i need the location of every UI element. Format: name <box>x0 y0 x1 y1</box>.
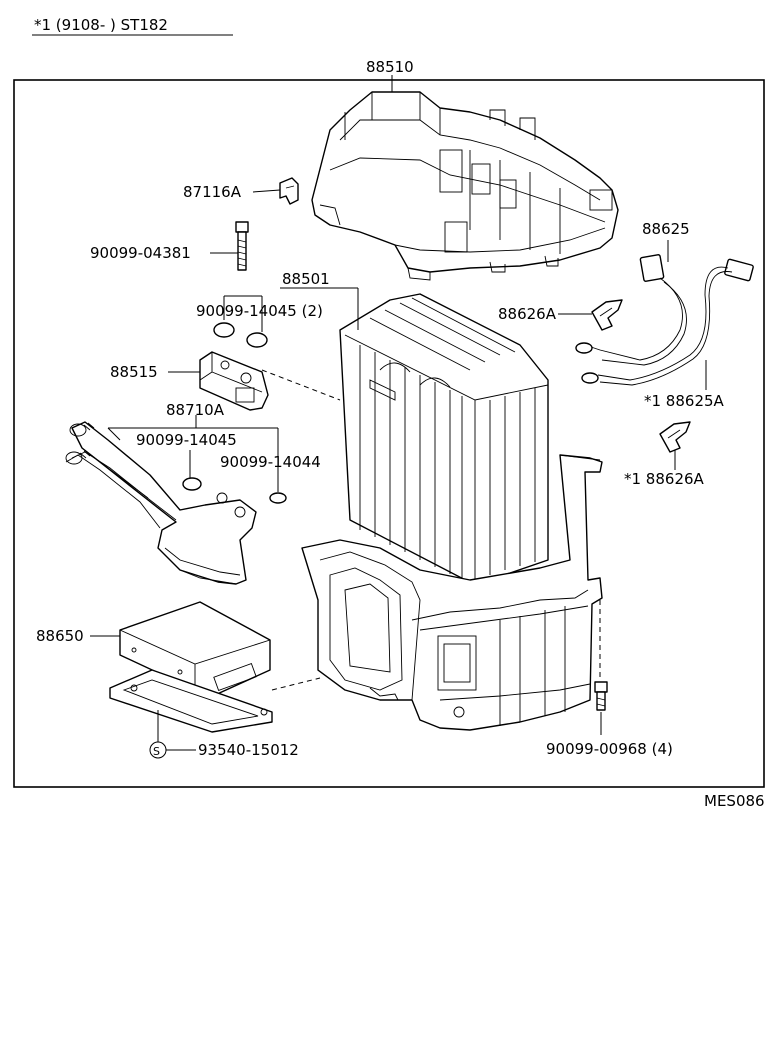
bolt-90099-04381 <box>235 221 249 271</box>
label-90099-00968: 90099-00968 (4) <box>546 740 673 758</box>
clip-87116A <box>279 177 299 205</box>
label-90099-14044: 90099-14044 <box>220 453 321 471</box>
wire-harness-88625 <box>575 254 754 386</box>
lower-case <box>301 454 603 731</box>
label-88626A: 88626A <box>498 305 557 323</box>
label-88626A-lower: *1 88626A <box>624 470 705 488</box>
label-88501: 88501 <box>282 270 330 288</box>
screw-symbol: S <box>153 745 160 758</box>
assembly-line-amp <box>271 677 321 691</box>
label-88625A: *1 88625A <box>644 392 725 410</box>
o-ring-2 <box>246 332 268 348</box>
amplifier-88650 <box>109 601 273 733</box>
label-93540-15012: 93540-15012 <box>198 741 299 759</box>
label-88625: 88625 <box>642 220 690 238</box>
label-88650: 88650 <box>36 627 84 645</box>
header-note: *1 (9108- ) ST182 <box>34 16 168 34</box>
label-o-rings-2: 90099-14045 (2) <box>196 302 323 320</box>
o-ring-1 <box>213 322 235 338</box>
upper-case-88510 <box>311 91 619 281</box>
o-ring-b <box>269 492 287 504</box>
figure-code: MES086 <box>704 792 765 810</box>
label-88515: 88515 <box>110 363 158 381</box>
o-ring-a <box>182 477 202 491</box>
leader-87116A <box>252 189 281 193</box>
label-90099-04381: 90099-04381 <box>90 244 191 262</box>
clamp-88626A-upper <box>591 299 623 331</box>
label-90099-14045: 90099-14045 <box>136 431 237 449</box>
leader-88710A-l <box>107 427 121 441</box>
clamp-88626A-lower <box>659 421 691 453</box>
label-88510: 88510 <box>366 58 414 76</box>
evaporator-88501 <box>339 293 549 586</box>
label-88710A: 88710A <box>166 401 225 419</box>
diagram-frame <box>13 79 765 788</box>
assembly-line-valve <box>261 369 341 401</box>
label-87116A: 87116A <box>183 183 242 201</box>
expansion-valve-88515 <box>199 351 269 411</box>
tube-assy-88710A <box>65 421 257 585</box>
bolt-90099-00968 <box>594 681 608 711</box>
